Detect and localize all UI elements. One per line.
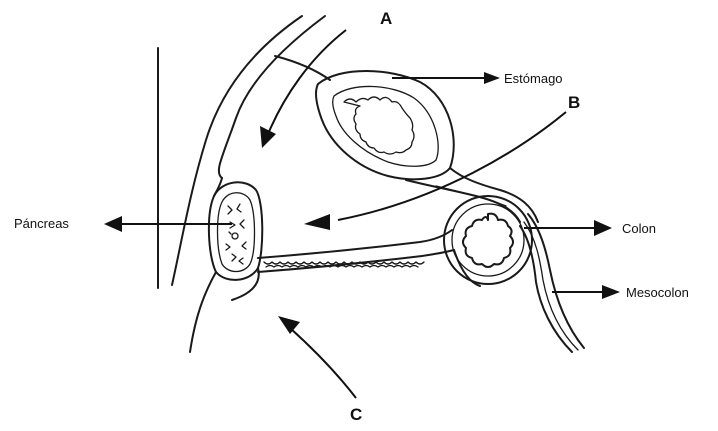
- mesocolon-band-top: [258, 230, 452, 258]
- arrow-c-head: [278, 316, 300, 334]
- label-pancreas: Páncreas: [14, 216, 69, 231]
- colon-lumen: [463, 214, 513, 267]
- arrow-estomago-head: [484, 72, 500, 84]
- arrow-colon-head: [594, 220, 612, 236]
- mesocolon-band-bottom: [258, 250, 454, 272]
- stomach-mucosa: [344, 97, 414, 154]
- parietal-curve-outer: [172, 16, 302, 285]
- omentum-line-lower: [406, 180, 520, 222]
- pancreas-inner: [218, 193, 255, 272]
- label-c: C: [350, 405, 362, 424]
- arrow-a-head: [260, 126, 276, 148]
- pancreas-texture: [226, 204, 246, 264]
- mesocolon-hatching-2: [266, 266, 418, 268]
- label-estomago: Estómago: [504, 71, 563, 86]
- gastric-peritoneum-line: [275, 56, 330, 80]
- arrow-b-head: [304, 214, 330, 230]
- arrow-mesocolon-head: [602, 285, 620, 299]
- label-colon: Colon: [622, 221, 656, 236]
- arrow-c-line: [290, 328, 356, 398]
- pancreas-peritoneum-lower: [190, 272, 216, 352]
- arrow-a-line: [268, 30, 346, 134]
- label-mesocolon: Mesocolon: [626, 285, 689, 300]
- arrow-pancreas-head: [104, 216, 122, 232]
- colon-outer: [444, 196, 532, 284]
- label-a: A: [380, 9, 392, 28]
- label-b: B: [568, 93, 580, 112]
